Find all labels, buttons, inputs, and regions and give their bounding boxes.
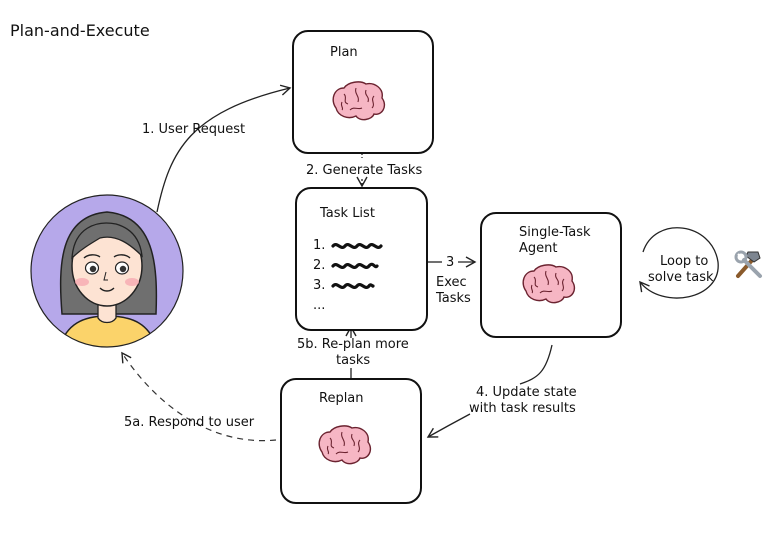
replan-label: Replan bbox=[319, 391, 364, 406]
edge-label-generate-tasks: 2. Generate Tasks bbox=[306, 163, 423, 178]
plan-label: Plan bbox=[330, 45, 358, 60]
edge-label-update-line2: with task results bbox=[469, 401, 576, 416]
task-list-node bbox=[295, 187, 428, 331]
loop-label-line2: solve task bbox=[648, 270, 714, 285]
edge-loop bbox=[639, 227, 719, 299]
task-item: 3. bbox=[313, 276, 383, 296]
edge-label-user-request: 1. User Request bbox=[142, 122, 246, 137]
edge-respond-user bbox=[121, 351, 277, 442]
edge-update-state bbox=[428, 344, 553, 437]
edge-label-exec-line2: Tasks bbox=[436, 291, 471, 306]
brain-icon bbox=[522, 264, 576, 304]
edge-label-exec-num: 3 bbox=[446, 255, 455, 270]
brain-icon bbox=[318, 425, 372, 465]
task-item-number: ... bbox=[313, 298, 326, 313]
scribble-line bbox=[331, 243, 384, 249]
diagram-title: Plan-and-Execute bbox=[10, 21, 150, 40]
task-item-number: 1. bbox=[313, 238, 326, 253]
task-item-number: 2. bbox=[313, 258, 326, 273]
task-item: ... bbox=[313, 296, 383, 316]
edge-label-respond-user: 5a. Respond to user bbox=[124, 415, 255, 430]
task-item: 1. bbox=[313, 236, 384, 256]
edge-user-request bbox=[156, 84, 292, 213]
loop-label-line1: Loop to bbox=[660, 254, 709, 269]
brain-icon bbox=[332, 81, 386, 121]
task-list-items: 1. 2. 3. ... bbox=[313, 236, 384, 316]
user-avatar-icon bbox=[30, 194, 184, 348]
scribble-line bbox=[331, 262, 380, 269]
task-item: 2. bbox=[313, 256, 383, 276]
edge-label-replan-line2: tasks bbox=[336, 353, 371, 368]
agent-label-line1: Single-Task bbox=[519, 225, 591, 240]
agent-label-line2: Agent bbox=[519, 241, 558, 256]
edge-label-update-line1: 4. Update state bbox=[476, 385, 577, 400]
edge-label-exec-line1: Exec bbox=[436, 275, 467, 290]
task-item-number: 3. bbox=[313, 278, 326, 293]
scribble-line bbox=[331, 283, 376, 289]
hammer-wrench-icon bbox=[734, 250, 762, 278]
edge-label-replan-line1: 5b. Re-plan more bbox=[297, 337, 409, 352]
task-list-label: Task List bbox=[320, 206, 375, 221]
